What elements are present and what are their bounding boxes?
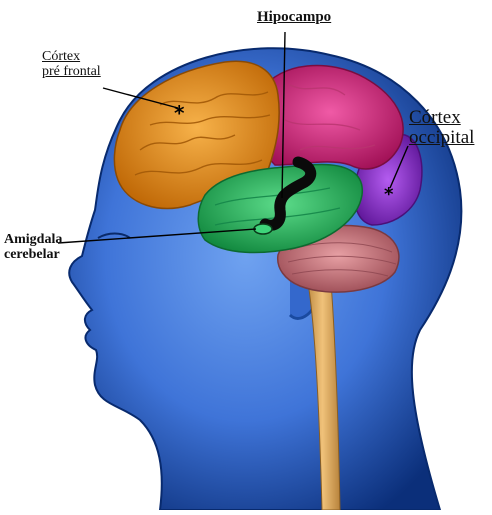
label-amigdala-cerebelar: Amigdala cerebelar — [4, 233, 62, 262]
label-cortex-occipital-line2: occipital — [409, 128, 474, 148]
prefrontal-marker: * — [174, 101, 185, 125]
label-cortex-occipital-line1: Córtex — [409, 108, 474, 128]
label-cortex-pre-frontal-line1: Córtex — [42, 50, 101, 65]
occipital-marker: * — [384, 184, 394, 205]
amygdala-shape — [254, 224, 272, 234]
label-cortex-occipital: Córtex occipital — [409, 108, 474, 148]
label-cortex-pre-frontal: Córtex pré frontal — [42, 50, 101, 79]
label-amigdala-line1: Amigdala — [4, 233, 62, 248]
label-amigdala-line2: cerebelar — [4, 248, 62, 263]
label-hipocampo: Hipocampo — [257, 10, 331, 26]
label-cortex-pre-frontal-line2: pré frontal — [42, 65, 101, 80]
